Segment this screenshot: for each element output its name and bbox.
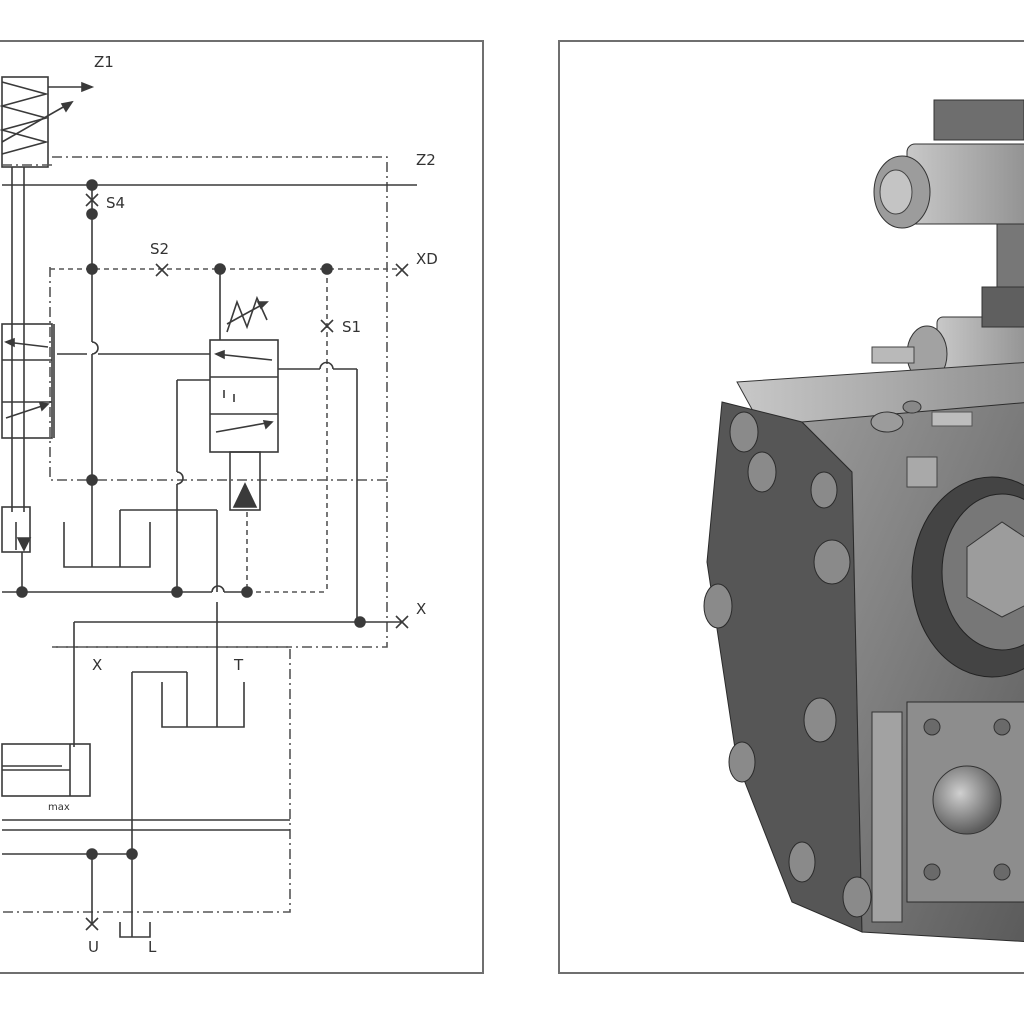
port-label-z2: Z2	[416, 151, 436, 169]
schematic-svg: Z1 Z2 S4 S2 XD S1 X X T max U L	[0, 53, 438, 956]
port-label-t: T	[233, 656, 244, 674]
port-opening	[932, 765, 1002, 835]
port-label-s1: S1	[342, 318, 361, 336]
port-label-l: L	[148, 938, 157, 956]
control-boundary	[2, 156, 388, 913]
port-label-u: U	[88, 938, 99, 956]
pump-illustration-panel	[558, 40, 1024, 974]
port-label-s4: S4	[106, 194, 125, 212]
port-label-z1: Z1	[94, 53, 114, 71]
pump-housing	[706, 401, 863, 933]
hydraulic-schematic-panel: Z1 Z2 S4 S2 XD S1 X X T max U L	[0, 40, 484, 974]
port-label-x-right: X	[416, 600, 426, 618]
port-label-x-left: X	[92, 656, 102, 674]
port-label-xd: XD	[416, 250, 438, 268]
connector-icon	[933, 99, 1024, 141]
spring-icon	[0, 76, 95, 168]
valve-icon	[209, 295, 279, 511]
hydraulic-pump-illustration-icon	[703, 99, 1024, 943]
port-label-s2: S2	[150, 240, 169, 258]
max-label: max	[48, 802, 70, 813]
